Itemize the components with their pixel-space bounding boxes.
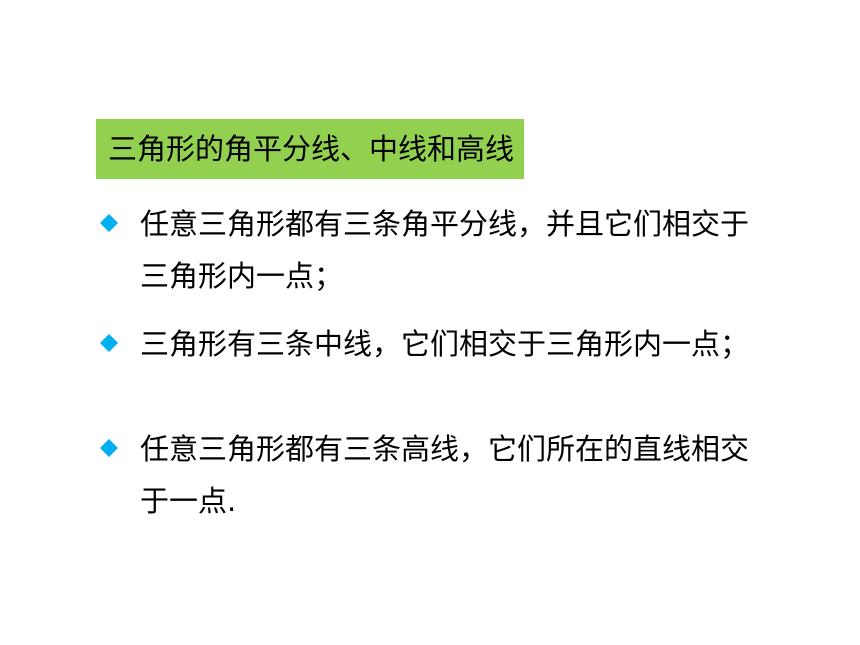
diamond-bullet-icon: [100, 214, 118, 232]
bullet-text-2: 三角形有三条中线，它们相交于三角形内一点；: [140, 327, 750, 361]
bullet-item-1: 任意三角形都有三条角平分线，并且它们相交于三角形内一点；: [96, 198, 776, 302]
bullet-item-3: 任意三角形都有三条高线，它们所在的直线相交于一点.: [96, 423, 776, 527]
diamond-bullet-icon: [100, 334, 118, 352]
bullet-text-1: 任意三角形都有三条角平分线，并且它们相交于三角形内一点；: [140, 207, 750, 293]
diamond-bullet-icon: [100, 439, 118, 457]
page-title: 三角形的角平分线、中线和高线: [108, 131, 515, 166]
bullet-item-2: 三角形有三条中线，它们相交于三角形内一点；: [96, 318, 776, 370]
bullet-text-3: 任意三角形都有三条高线，它们所在的直线相交于一点.: [140, 432, 750, 518]
title-banner: 三角形的角平分线、中线和高线: [96, 119, 525, 179]
